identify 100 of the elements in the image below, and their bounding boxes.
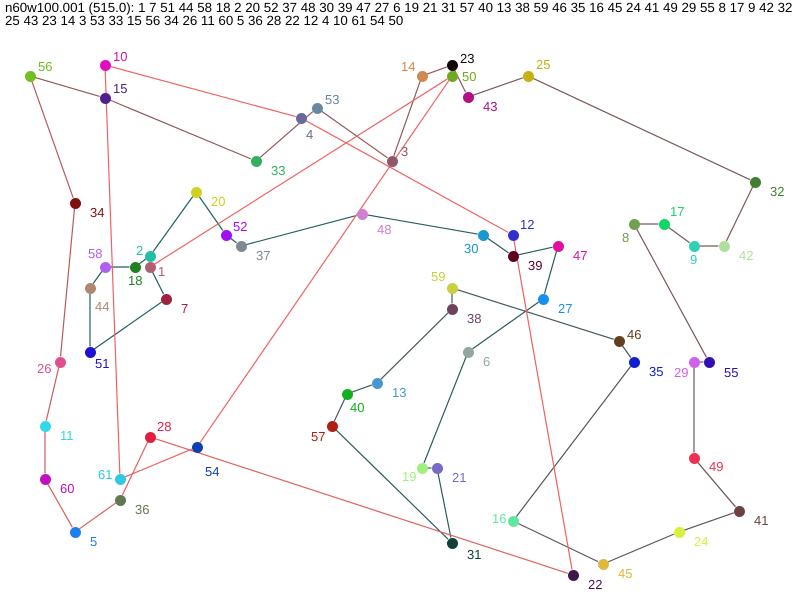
route-line bbox=[380, 312, 448, 380]
route-line bbox=[152, 272, 164, 294]
city-number-label: 59 bbox=[431, 270, 446, 283]
route-line bbox=[700, 245, 718, 247]
city-number-label: 39 bbox=[528, 259, 542, 272]
city-number-label: 9 bbox=[690, 253, 698, 266]
route-line bbox=[336, 429, 448, 540]
route-line bbox=[622, 345, 632, 358]
city-number-label: 8 bbox=[622, 231, 630, 244]
city-number-label: 42 bbox=[739, 249, 754, 262]
city-number-label: 50 bbox=[462, 70, 476, 83]
route-line bbox=[457, 289, 614, 340]
route-line bbox=[198, 196, 224, 231]
route-line bbox=[321, 110, 388, 158]
route-line bbox=[684, 512, 734, 531]
city-number-label: 32 bbox=[770, 185, 784, 198]
city-number-label: 30 bbox=[464, 242, 478, 255]
city-number-label: 15 bbox=[113, 82, 128, 95]
city-number-label: 5 bbox=[90, 535, 98, 548]
city-number-label: 61 bbox=[98, 468, 112, 481]
route-line bbox=[451, 294, 453, 304]
city-number-label: 3 bbox=[401, 145, 408, 158]
city-number-label: 18 bbox=[128, 274, 142, 287]
route-line bbox=[44, 432, 46, 474]
city-number-label: 19 bbox=[402, 470, 416, 483]
route-line bbox=[516, 366, 632, 517]
city-number-label: 28 bbox=[157, 420, 172, 433]
city-number-label: 13 bbox=[392, 386, 406, 399]
city-number-label: 52 bbox=[233, 220, 248, 233]
city-number-label: 16 bbox=[492, 512, 506, 525]
route-line bbox=[640, 223, 658, 225]
route-line bbox=[47, 484, 73, 528]
city-number-label: 7 bbox=[181, 302, 188, 315]
city-number-label: 2 bbox=[136, 244, 144, 257]
route-line bbox=[518, 246, 553, 256]
city-number-label: 26 bbox=[37, 362, 52, 375]
route-line bbox=[260, 111, 314, 158]
city-number-label: 22 bbox=[588, 578, 602, 591]
city-number-label: 25 bbox=[536, 58, 550, 71]
route-line bbox=[608, 534, 674, 562]
route-line bbox=[668, 226, 690, 244]
city-number-label: 24 bbox=[694, 535, 708, 548]
city-number-label: 43 bbox=[483, 100, 498, 113]
route-line bbox=[35, 76, 100, 98]
route-line bbox=[152, 196, 194, 252]
route-line bbox=[89, 294, 91, 346]
city-number-label: 55 bbox=[724, 366, 738, 379]
diagram-title: n60w100.001 (515.0): 1 7 51 44 58 18 2 20 52 37 48 30 39 47 27 6 19 21 31 57 40 13 38 59 46 35 16 45 24 41 49 29 55 8 17 9 42 32 25 43 23 14 3 53 33 15 56 34 26 11 60 5 36 28 22 12 4 10 61 54 50 bbox=[5, 1, 794, 27]
route-line bbox=[46, 367, 60, 421]
route-line bbox=[110, 100, 252, 160]
route-line bbox=[110, 66, 296, 118]
route-line bbox=[92, 271, 102, 284]
city-number-label: 40 bbox=[350, 401, 364, 414]
route-line bbox=[124, 448, 192, 478]
city-number-label: 29 bbox=[674, 366, 688, 379]
route-line bbox=[367, 214, 478, 235]
route-line bbox=[155, 438, 568, 574]
route-line bbox=[154, 78, 448, 265]
city-number-label: 6 bbox=[483, 355, 490, 368]
city-number-label: 56 bbox=[38, 60, 52, 73]
route-line bbox=[423, 356, 467, 464]
city-number-label: 23 bbox=[460, 52, 474, 65]
city-number-label: 1 bbox=[158, 265, 166, 278]
route-line bbox=[94, 302, 162, 350]
route-line bbox=[438, 473, 452, 538]
route-line bbox=[60, 208, 76, 357]
city-number-label: 37 bbox=[256, 249, 270, 262]
route-line bbox=[334, 398, 346, 422]
route-line bbox=[726, 186, 754, 242]
route-line bbox=[352, 384, 372, 393]
city-number-label: 11 bbox=[60, 429, 74, 442]
route-line bbox=[104, 70, 120, 474]
city-number-label: 38 bbox=[467, 312, 482, 325]
city-number-label: 17 bbox=[670, 205, 684, 218]
route-line bbox=[697, 462, 736, 508]
city-number-label: 48 bbox=[377, 223, 392, 236]
route-line bbox=[306, 120, 508, 233]
route-line bbox=[636, 228, 707, 358]
city-number-label: 57 bbox=[311, 430, 326, 443]
city-number-label: 53 bbox=[325, 93, 340, 106]
route-line bbox=[200, 80, 450, 443]
city-number-label: 46 bbox=[627, 328, 642, 341]
route-line bbox=[426, 66, 448, 75]
city-number-label: 54 bbox=[205, 465, 220, 478]
city-number-label: 60 bbox=[60, 482, 74, 495]
route-line bbox=[139, 258, 146, 264]
route-line bbox=[472, 302, 539, 350]
city-number-label: 58 bbox=[88, 247, 102, 260]
city-number-label: 14 bbox=[401, 60, 416, 73]
route-line bbox=[454, 70, 466, 92]
route-line bbox=[693, 368, 695, 452]
city-number-label: 45 bbox=[618, 567, 632, 580]
city-number-label: 35 bbox=[649, 365, 664, 378]
city-number-label: 33 bbox=[271, 164, 286, 177]
city-number-label: 34 bbox=[90, 206, 104, 219]
city-number-label: 20 bbox=[211, 195, 226, 208]
city-number-label: 49 bbox=[709, 460, 724, 473]
city-number-label: 21 bbox=[452, 471, 466, 484]
city-number-label: 10 bbox=[113, 50, 128, 63]
city-number-label: 41 bbox=[754, 514, 768, 527]
